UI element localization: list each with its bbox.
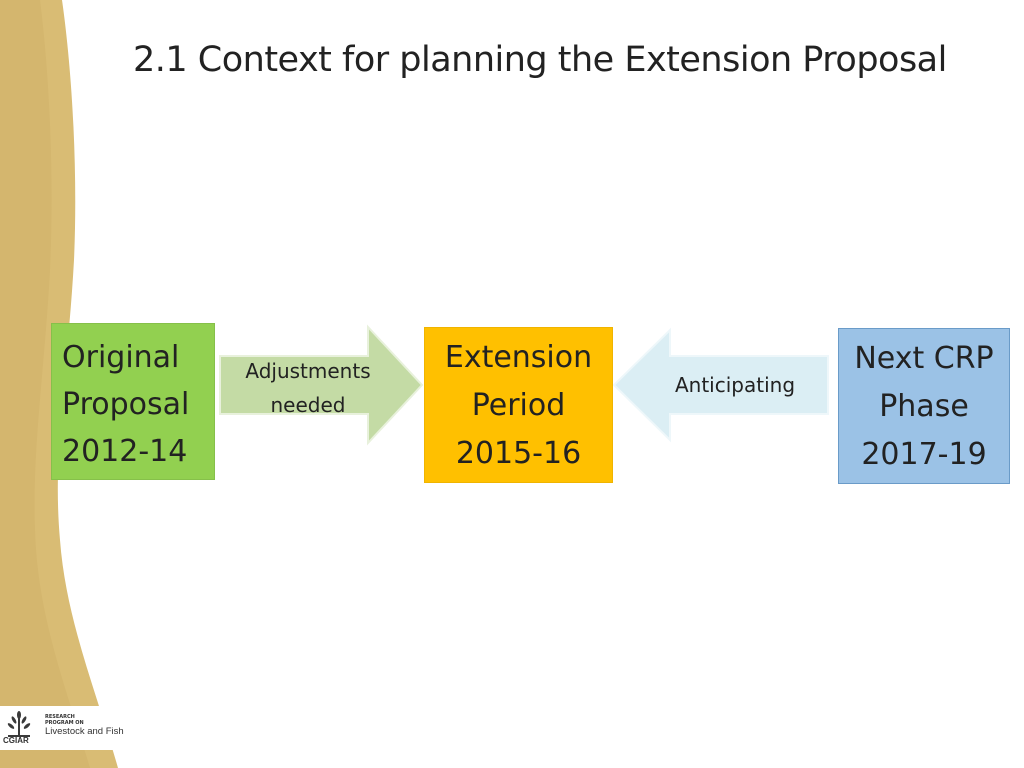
extension-line-1: Extension: [444, 340, 593, 375]
next-line-2: Phase: [879, 389, 969, 424]
extension-period-box: Extension Period 2015-16: [424, 327, 613, 483]
extension-line-3: 2015-16: [455, 436, 582, 471]
original-line-3: 2012-14: [62, 434, 188, 469]
adjustments-line-1: Adjustments: [245, 359, 371, 383]
adjustments-line-2: needed: [270, 393, 346, 417]
wheat-logo-icon: [7, 711, 31, 737]
cgiar-logo: CGIAR RESEARCH PROGRAM ON Livestock and …: [0, 706, 125, 750]
next-line-1: Next CRP: [854, 341, 994, 376]
slide-title: 2.1 Context for planning the Extension P…: [133, 40, 947, 80]
logo-livestock-text: Livestock and Fish: [45, 726, 124, 737]
logo-program-text: PROGRAM ON: [45, 720, 84, 726]
original-line-1: Original: [62, 340, 180, 375]
anticipating-label: Anticipating: [674, 373, 796, 397]
extension-line-2: Period: [471, 388, 566, 423]
sidebar-wave-highlight: [0, 0, 90, 768]
original-proposal-box: Original Proposal 2012-14: [51, 323, 215, 480]
next-crp-phase-box: Next CRP Phase 2017-19: [838, 328, 1010, 484]
original-line-2: Proposal: [62, 387, 190, 422]
next-line-3: 2017-19: [861, 437, 987, 472]
adjustments-label: Adjustments needed: [228, 354, 388, 422]
cgiar-text: CGIAR: [3, 736, 29, 745]
logo-research-text: RESEARCH: [45, 714, 75, 720]
